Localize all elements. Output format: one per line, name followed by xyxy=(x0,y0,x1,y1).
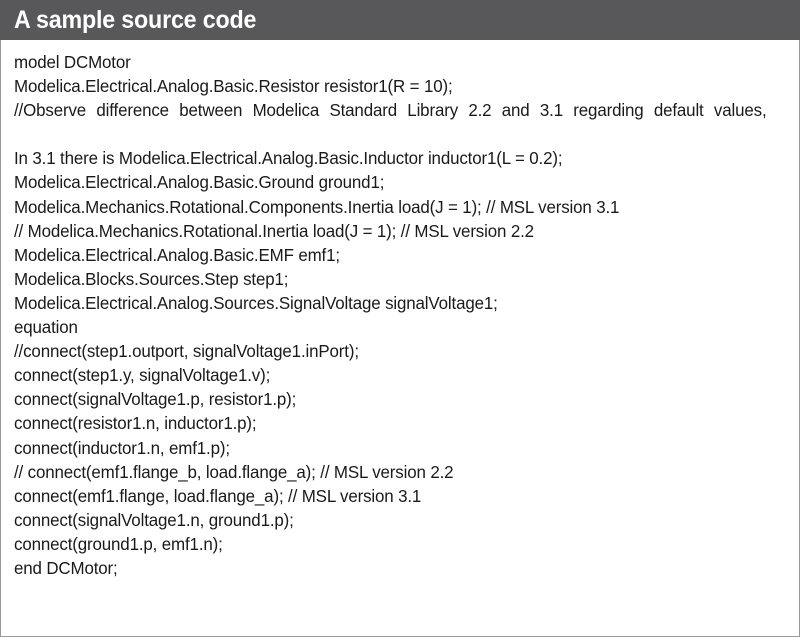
code-line: // Modelica.Mechanics.Rotational.Inertia… xyxy=(14,220,534,241)
code-line: end DCMotor; xyxy=(14,557,118,578)
code-line: Modelica.Electrical.Analog.Basic.EMF emf… xyxy=(14,244,340,265)
code-line: equation xyxy=(14,317,78,338)
figure-caption-bar: A sample source code xyxy=(0,0,800,40)
code-line: Modelica.Electrical.Analog.Basic.Resisto… xyxy=(14,76,453,97)
code-line: connect(resistor1.n, inductor1.p); xyxy=(14,413,257,434)
code-line: Modelica.Electrical.Analog.Sources.Signa… xyxy=(14,292,498,313)
figure-title: A sample source code xyxy=(14,6,257,34)
code-line: connect(inductor1.n, emf1.p); xyxy=(14,437,230,458)
code-line: Modelica.Blocks.Sources.Step step1; xyxy=(14,268,289,289)
code-line: connect(signalVoltage1.n, ground1.p); xyxy=(14,509,294,530)
code-line: Modelica.Electrical.Analog.Basic.Ground … xyxy=(14,172,385,193)
code-line: connect(emf1.flange, load.flange_a); // … xyxy=(14,485,422,506)
code-line: connect(ground1.p, emf1.n); xyxy=(14,533,223,554)
code-line: In 3.1 there is Modelica.Electrical.Anal… xyxy=(14,148,563,169)
code-line: //connect(step1.outport, signalVoltage1.… xyxy=(14,341,359,362)
code-line: connect(step1.y, signalVoltage1.v); xyxy=(14,365,271,386)
code-line: model DCMotor xyxy=(14,52,131,72)
code-line: Modelica.Mechanics.Rotational.Components… xyxy=(14,196,620,217)
code-line: connect(signalVoltage1.p, resistor1.p); xyxy=(14,389,297,410)
code-line: // connect(emf1.flange_b, load.flange_a)… xyxy=(14,461,454,482)
code-line: //Observe difference between Modelica St… xyxy=(14,100,767,121)
